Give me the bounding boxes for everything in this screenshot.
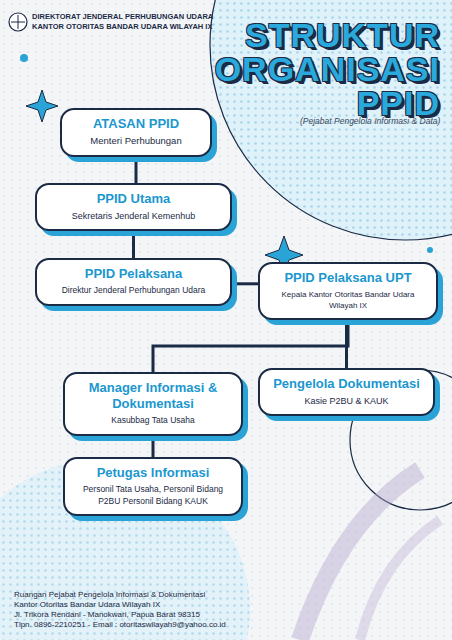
org-box: Pengelola DokumentasiKasie P2BU & KAUK bbox=[258, 368, 435, 416]
box-heading: Petugas Informasi bbox=[73, 465, 233, 481]
footer-text: Ruangan Pejabat Pengelola Informasi & Do… bbox=[14, 590, 205, 600]
box-heading: PPID Utama bbox=[45, 191, 222, 207]
box-body: Kepala Kantor Otoritas Bandar Udara Wila… bbox=[268, 289, 428, 311]
connector-line bbox=[135, 157, 138, 184]
box-body: Sekretaris Jenderal Kemenhub bbox=[45, 210, 222, 222]
box-heading: ATASAN PPID bbox=[70, 116, 202, 132]
footer-text: Kantor Otoritas Bandar Udara Wilayah IX bbox=[14, 600, 160, 610]
org-box: PPID Pelaksana UPT Kepala Kantor Otoritas… bbox=[258, 262, 438, 320]
header-text: DIREKTORAT JENDERAL PERHUBUNGAN UDARA bbox=[32, 12, 213, 22]
page-title: STRUKTUR ORGANISASI PPID bbox=[190, 18, 440, 120]
box-heading: PPID Pelaksana UPT bbox=[268, 270, 428, 286]
org-box: Manager Informasi & DokumentasiKasubbag … bbox=[63, 372, 243, 436]
connector-line bbox=[153, 320, 348, 372]
connector-line bbox=[345, 320, 348, 368]
box-heading: PPID Pelaksana bbox=[45, 266, 222, 282]
org-box: ATASAN PPID Menteri Perhubungan bbox=[60, 108, 212, 157]
box-heading: Pengelola Dokumentasi bbox=[268, 376, 425, 392]
box-body: Personil Tata Usaha, Personil Bidang P2B… bbox=[73, 484, 233, 507]
box-body: Kasie P2BU & KAUK bbox=[268, 395, 425, 407]
header-text: KANTOR OTORITAS BANDAR UDARA WILAYAH IX bbox=[32, 22, 212, 32]
connector-line bbox=[152, 436, 155, 458]
org-box: PPID UtamaSekretaris Jenderal Kemenhub bbox=[35, 183, 232, 231]
box-body: Menteri Perhubungan bbox=[70, 135, 202, 148]
org-box: Petugas InformasiPersonil Tata Usaha, Pe… bbox=[63, 457, 243, 516]
connector-line bbox=[132, 231, 135, 258]
connector-line bbox=[232, 282, 258, 285]
subtitle: (Pejabat Pengelola Informasi & Data) bbox=[300, 116, 440, 127]
box-heading: Manager Informasi & Dokumentasi bbox=[73, 380, 233, 412]
footer-text: Tlpn. 0896-2210251 - Email : otoritaswil… bbox=[14, 620, 226, 630]
box-body: Direktur Jenderal Perhubungan Udara bbox=[45, 285, 222, 297]
org-box: PPID PelaksanaDirektur Jenderal Perhubun… bbox=[35, 258, 232, 306]
box-body: Kasubbag Tata Usaha bbox=[73, 415, 233, 427]
footer-text: Jl. Trikora Rendani - Manokwari, Papua B… bbox=[14, 610, 200, 620]
